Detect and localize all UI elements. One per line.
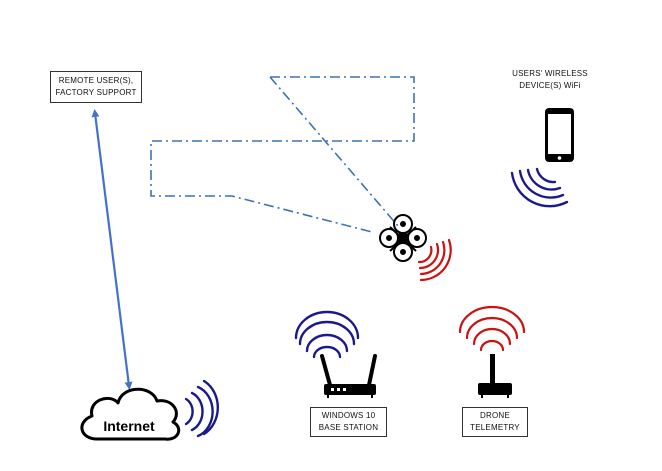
internet-wifi-waves (184, 379, 219, 438)
internet-label: Internet (103, 418, 155, 434)
remote-users-label: REMOTE USER(S), FACTORY SUPPORT (50, 71, 142, 103)
wireless-devices-line2: DEVICE(S) WiFi (519, 81, 581, 90)
phone-wifi-waves (510, 167, 569, 208)
drone-telemetry-line2: TELEMETRY (470, 423, 520, 432)
base-station-line1: WINDOWS 10 (321, 411, 376, 420)
base-station-line2: BASE STATION (318, 423, 379, 432)
smartphone-icon (545, 108, 574, 162)
wireless-devices-line1: USERS' WIRELESS (512, 69, 588, 78)
remote-internet-link (91, 109, 133, 390)
telemetry-radio-icon (478, 354, 512, 398)
telemetry-radio-waves (458, 305, 526, 352)
drone-telemetry-label: DRONE TELEMETRY (462, 407, 528, 437)
router-wifi-waves (294, 310, 360, 359)
remote-users-line1: REMOTE USER(S), (58, 76, 134, 85)
drone-icon (379, 214, 427, 262)
drone-telemetry-waves (417, 238, 452, 282)
flight-path (150, 76, 415, 233)
remote-users-line2: FACTORY SUPPORT (55, 88, 137, 97)
router-icon (320, 354, 377, 398)
cloud-icon (80, 387, 181, 441)
wireless-devices-label: USERS' WIRELESS DEVICE(S) WiFi (500, 68, 600, 92)
drone-telemetry-line1: DRONE (480, 411, 510, 420)
base-station-label: WINDOWS 10 BASE STATION (310, 407, 387, 437)
